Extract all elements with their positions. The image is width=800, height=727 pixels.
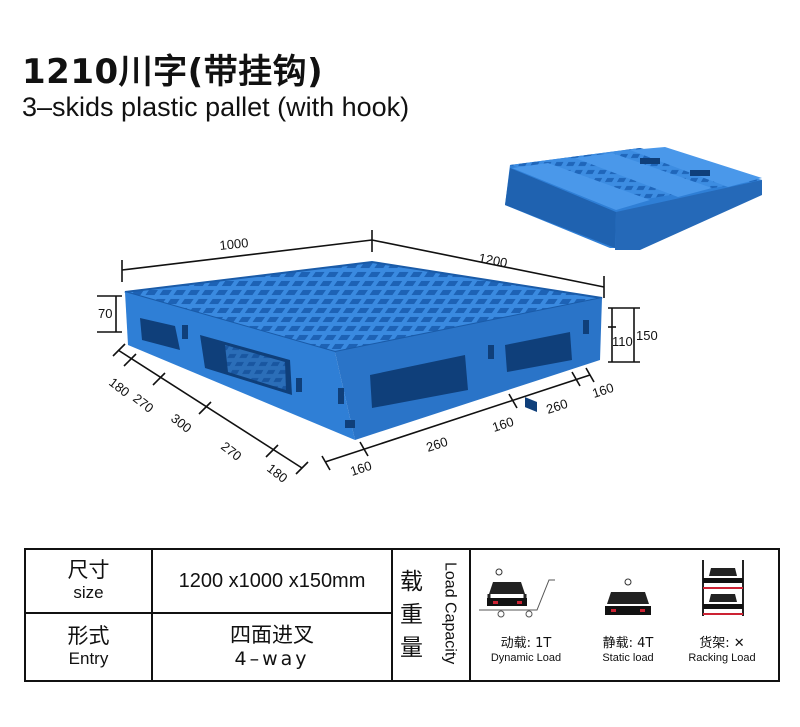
racking-load-item: 货架: ✕ Racking Load [667, 550, 777, 680]
entry-header-cell: 形式 Entry [24, 612, 153, 682]
pallet-main-image [124, 260, 603, 440]
entry-value-cn: 四面进叉 [230, 623, 314, 647]
dynamic-load-en: Dynamic Load [490, 652, 562, 664]
forklift-cart-icon [479, 568, 555, 618]
load-cn-cell: 载 重 量 [391, 548, 430, 682]
dim-right-segment: 160 [590, 380, 615, 401]
static-load-cn: 静载: 4T [602, 636, 654, 651]
racking-load-cn: 货架: ✕ [699, 636, 745, 651]
size-value: 1200 x1000 x150mm [178, 569, 366, 592]
spec-table: 尺寸 size 1200 x1000 x150mm 载 重 量 Load Cap… [24, 548, 780, 682]
static-load-en: Static load [602, 652, 654, 664]
dim-left-segment: 270 [130, 391, 156, 416]
static-load-item: 静载: 4T Static load [573, 550, 683, 680]
dim-left-segment: 180 [264, 461, 290, 486]
entry-value-en: 4–way [234, 648, 310, 670]
pallet-illustration: 1000 1200 70 110 150 180 270 300 270 180… [97, 147, 762, 486]
dim-right-segment: 260 [544, 396, 569, 417]
size-value-cell: 1200 x1000 x150mm [151, 548, 393, 614]
dim-left-segment: 300 [168, 411, 194, 436]
dim-right-segment: 260 [424, 434, 449, 455]
dynamic-load-cn: 动载: 1T [500, 636, 552, 651]
load-cn-char: 重 [400, 601, 423, 628]
entry-value-cell: 四面进叉 4–way [151, 612, 393, 682]
dim-left-segment: 270 [218, 439, 244, 464]
page-subtitle: 3–skids plastic pallet (with hook) [22, 92, 410, 122]
load-cn-char: 量 [400, 634, 423, 661]
dynamic-load-item: 动载: 1T Dynamic Load [471, 550, 581, 680]
size-header-cell: 尺寸 size [24, 548, 153, 614]
load-icons-cell: 动载: 1T Dynamic Load 静载: 4T Static load [469, 548, 780, 682]
dimension-lines [97, 230, 640, 475]
size-cn-label: 尺寸 [67, 558, 110, 582]
dim-width-label: 1200 [477, 250, 508, 270]
size-en-label: size [73, 583, 104, 602]
racking-shelf-icon [702, 560, 744, 616]
racking-load-en: Racking Load [688, 652, 756, 664]
load-cn-char: 载 [400, 568, 423, 595]
dim-total-height-label: 150 [636, 328, 658, 343]
load-en-cell: Load Capacity [430, 548, 471, 682]
dim-right-segment: 160 [490, 414, 515, 435]
entry-en-label: Entry [68, 649, 109, 668]
page-title: 1210川字(带挂钩) [22, 52, 324, 92]
dim-length-label: 1000 [219, 235, 249, 253]
dim-deck-height-label: 70 [98, 306, 112, 321]
dim-skid-height-label: 110 [612, 334, 633, 349]
static-pallet-icon [605, 578, 651, 615]
dim-left-segment: 180 [106, 375, 132, 400]
pallet-bottom-view-image [505, 147, 762, 412]
load-en-label: Load Capacity [441, 561, 459, 665]
entry-cn-label: 形式 [67, 624, 110, 648]
dim-right-segment: 160 [348, 458, 373, 479]
